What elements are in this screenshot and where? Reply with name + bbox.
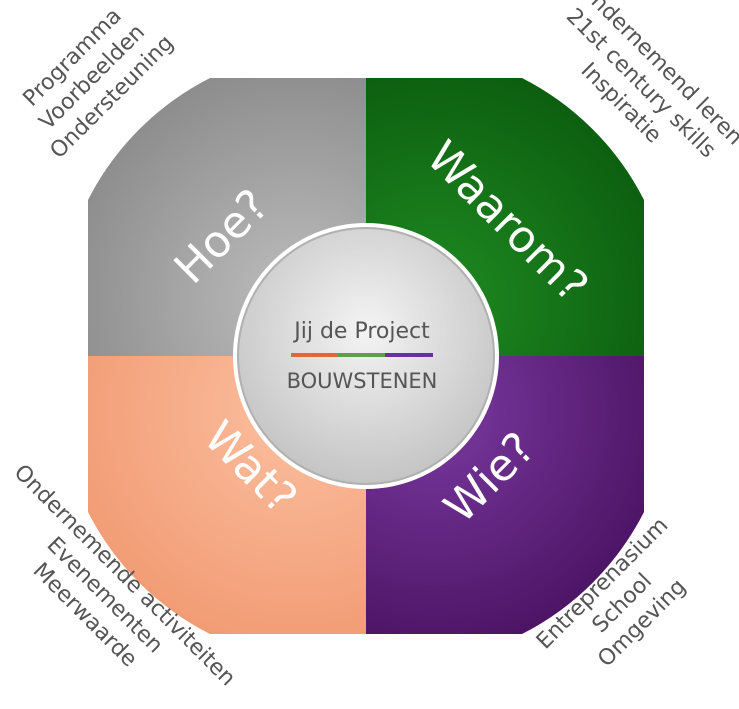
center-hub: Jij de Project BOUWSTENEN bbox=[233, 223, 499, 489]
hub-title: Jij de Project bbox=[292, 319, 430, 344]
hub-subtitle: BOUWSTENEN bbox=[287, 369, 438, 393]
outer-ring-mask bbox=[88, 78, 644, 634]
